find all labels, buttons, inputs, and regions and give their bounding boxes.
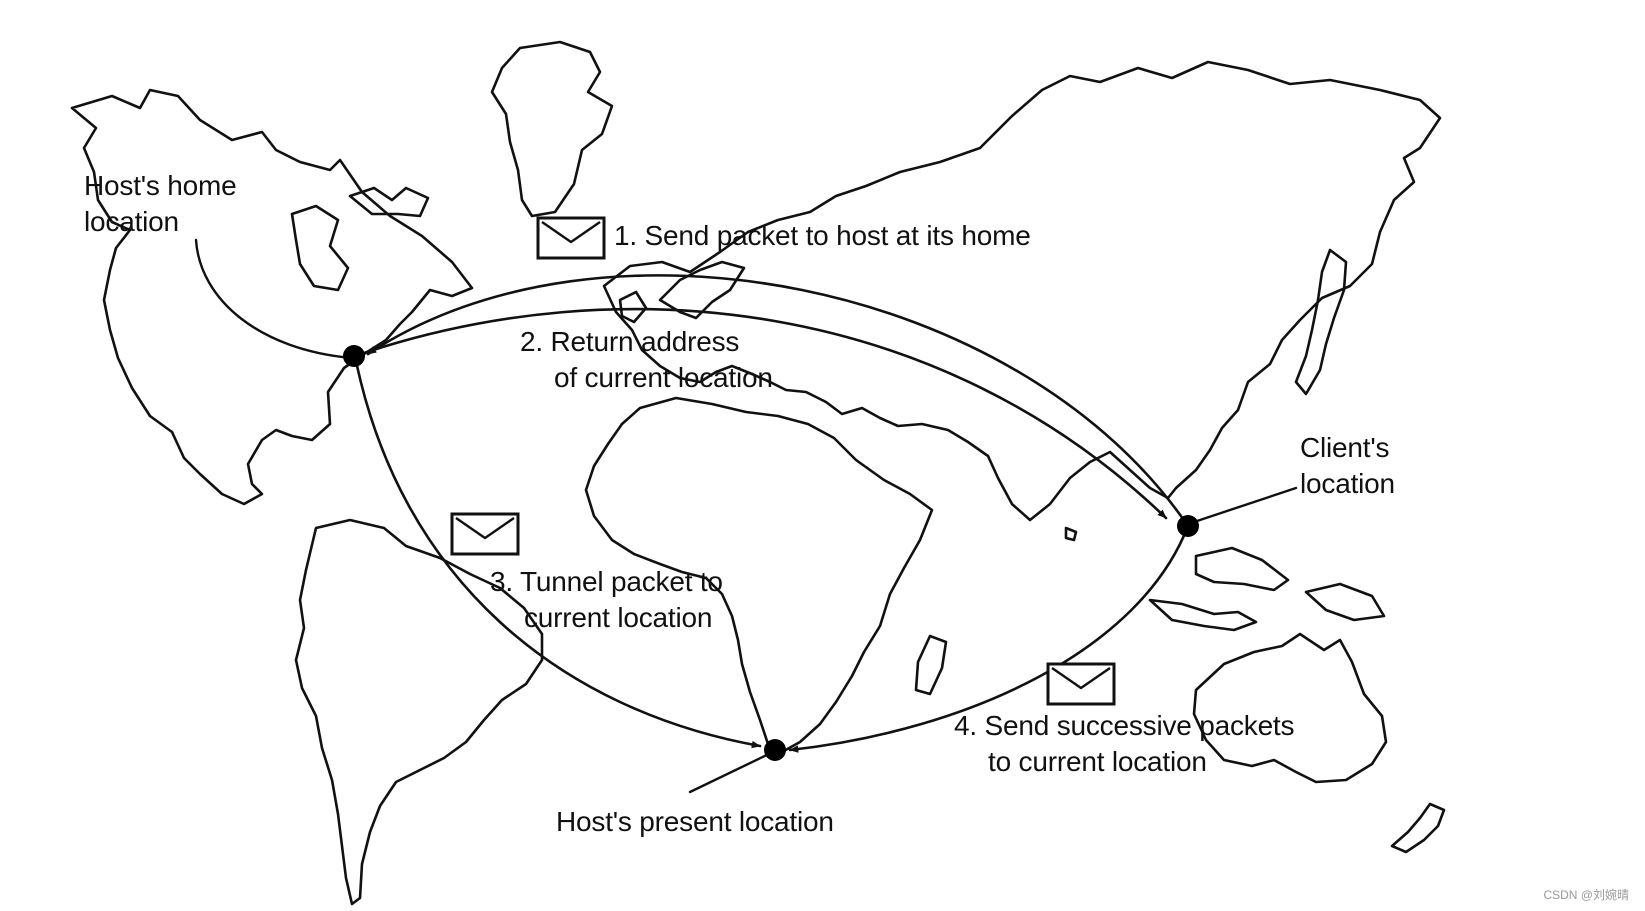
- africa-outline: [584, 396, 934, 754]
- step-1-label-text: 1. Send packet to host at its home: [614, 220, 1031, 251]
- route-3-tunnel: [353, 354, 762, 749]
- step-4-label: 4. Send successive packets to current lo…: [954, 708, 1295, 780]
- step-2-label-line-2: of current location: [554, 362, 773, 393]
- home-location-label-line-2: location: [84, 206, 179, 237]
- present-location-label: Host's present location: [556, 804, 834, 840]
- japan-outline: [1294, 248, 1348, 396]
- greenland-outline: [490, 40, 614, 218]
- madagascar-outline: [914, 634, 948, 696]
- british-isles-outline: [618, 290, 648, 324]
- step-3-label-line-1: 3. Tunnel packet to: [490, 566, 723, 597]
- route-1-send-to-home: [366, 274, 1190, 528]
- eurasia-outline: [602, 60, 1442, 522]
- step-4-label-line-1: 4. Send successive packets: [954, 710, 1295, 741]
- home-location-node: [343, 345, 365, 367]
- location-nodes: [343, 345, 1199, 761]
- sri-lanka-outline: [1064, 526, 1078, 542]
- south-america-outline: [294, 518, 544, 906]
- packet-routes: [353, 274, 1190, 753]
- watermark: CSDN @刘婉晴: [1543, 888, 1629, 902]
- client-location-label: Client's location: [1300, 430, 1395, 502]
- step-4-label-line-2: to current location: [988, 746, 1207, 777]
- client-location-label-line-2: location: [1300, 468, 1395, 499]
- australia-outline: [1192, 632, 1388, 784]
- present-location-node: [764, 739, 786, 761]
- route-4-successive-packets: [788, 524, 1190, 753]
- north-america-outline: [70, 88, 474, 506]
- envelope-icon: [536, 216, 606, 260]
- leader-lines: [194, 238, 1298, 794]
- home-location-label: Host's home location: [84, 168, 237, 240]
- home-location-label-line-1: Host's home: [84, 170, 237, 201]
- home-location-leader: [194, 238, 354, 360]
- envelope-icon: [1046, 662, 1116, 706]
- present-location-leader: [688, 750, 775, 794]
- present-location-label-text: Host's present location: [556, 806, 834, 837]
- continent-outlines: [70, 40, 1446, 906]
- new-zealand-outline: [1390, 802, 1446, 854]
- indonesia-outline: [1148, 598, 1258, 632]
- arctic-islands-outline: [348, 186, 430, 218]
- step-2-label-line-1: 2. Return address: [520, 326, 740, 357]
- route-2-return-address: [353, 307, 1168, 520]
- step-2-label: 2. Return address of current location: [520, 324, 773, 396]
- client-location-leader: [1192, 486, 1298, 524]
- step-3-label-line-2: current location: [524, 602, 713, 633]
- southeast-asia-islands-outline: [1194, 546, 1290, 592]
- step-3-label: 3. Tunnel packet to current location: [490, 564, 723, 636]
- envelope-icon: [450, 512, 520, 556]
- step-1-label: 1. Send packet to host at its home: [614, 218, 1031, 254]
- hudson-bay-outline: [290, 204, 350, 292]
- client-location-label-line-1: Client's: [1300, 432, 1390, 463]
- client-location-node: [1177, 515, 1199, 537]
- new-guinea-outline: [1304, 582, 1386, 622]
